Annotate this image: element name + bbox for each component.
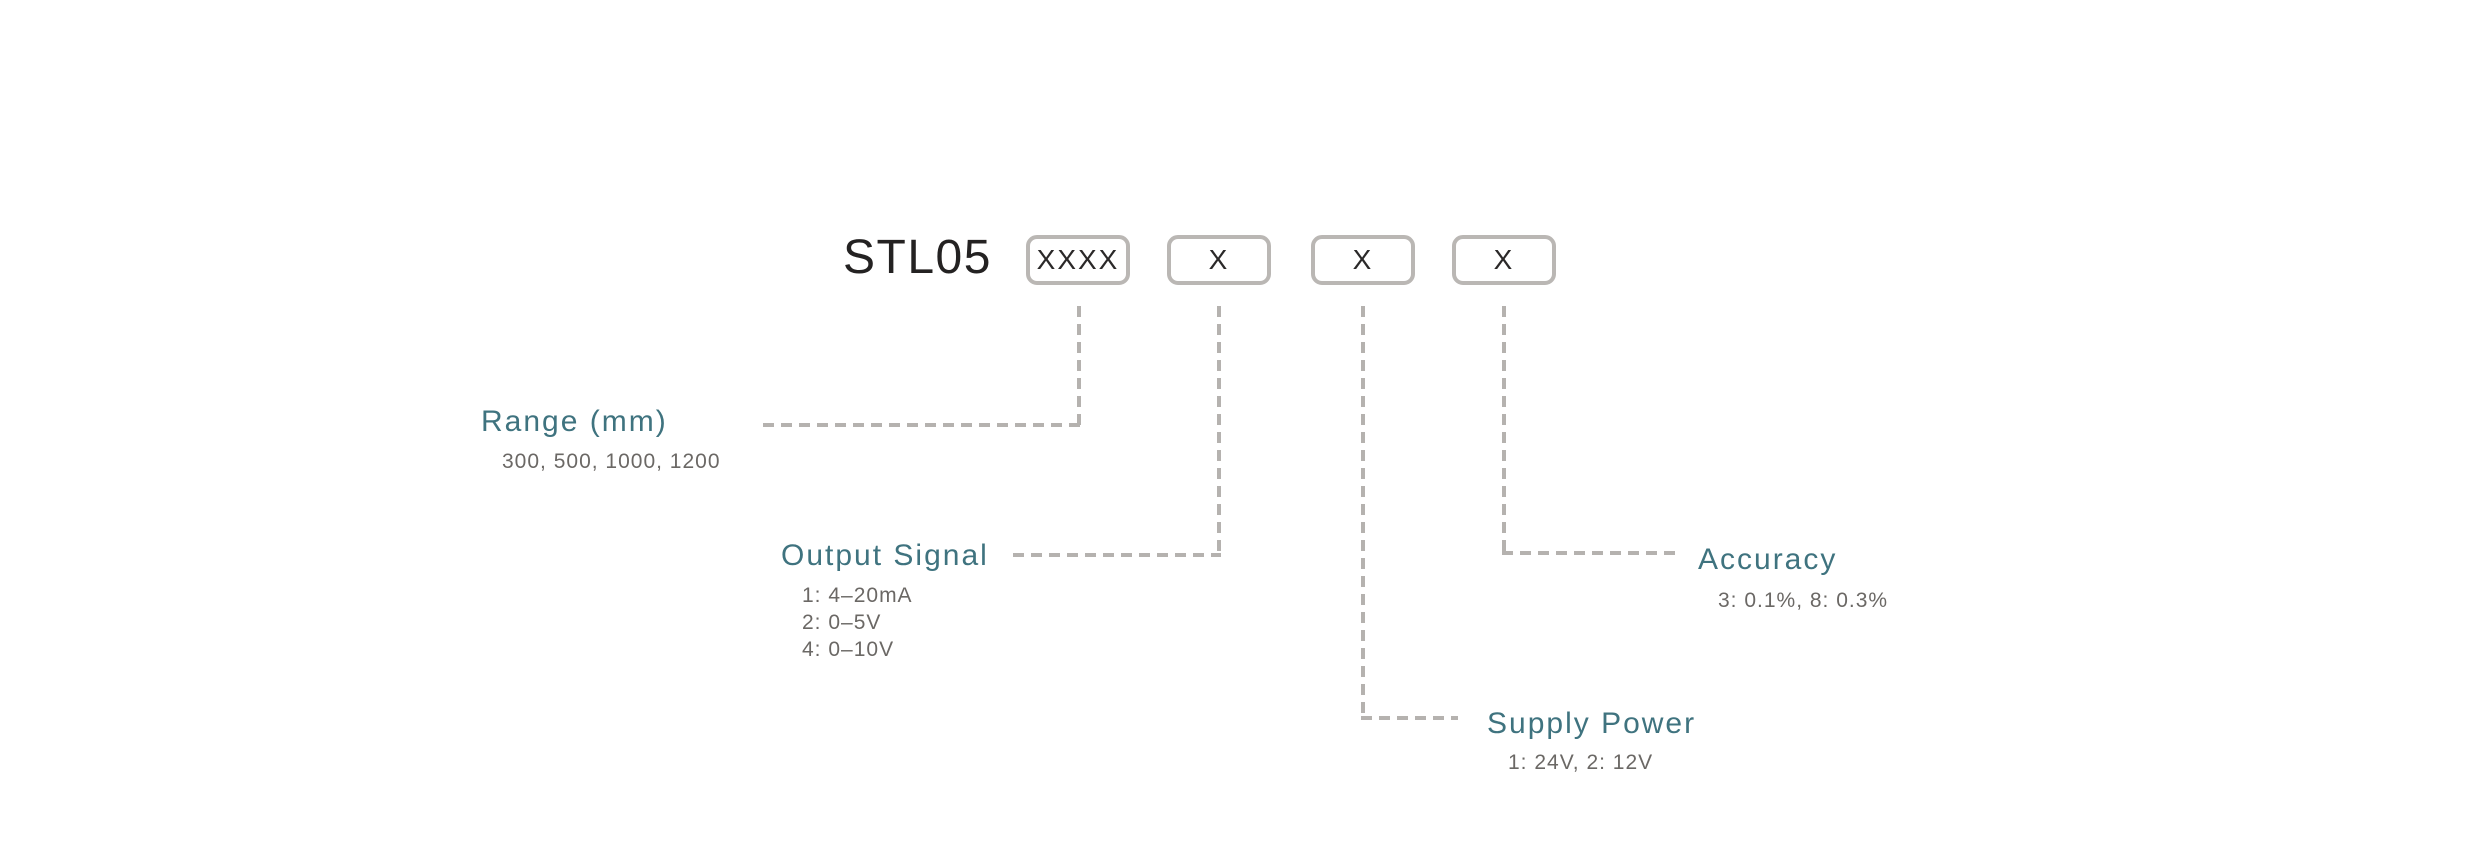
leader-line-accuracy-vertical: [1502, 306, 1506, 555]
code-box-supply-power: X: [1311, 235, 1415, 285]
leader-line-output-horizontal: [1013, 553, 1221, 557]
code-box-accuracy-text: X: [1493, 244, 1515, 275]
code-box-range-text: XXXX: [1036, 244, 1120, 275]
model-number: STL05: [843, 231, 992, 284]
code-box-accuracy: X: [1452, 235, 1556, 285]
output-signal-option-3: 4: 0–10V: [802, 638, 895, 661]
supply-power-options: 1: 24V, 2: 12V: [1508, 751, 1654, 774]
accuracy-label: Accuracy: [1698, 543, 1838, 576]
supply-power-label: Supply Power: [1487, 707, 1697, 740]
leader-line-range-horizontal: [763, 423, 1081, 427]
range-options: 300, 500, 1000, 1200: [502, 450, 721, 473]
code-box-output-signal: X: [1167, 235, 1271, 285]
leader-line-accuracy-horizontal: [1502, 551, 1677, 555]
output-signal-options: 1: 4–20mA 2: 0–5V 4: 0–10V: [802, 582, 913, 663]
leader-line-output-vertical: [1217, 306, 1221, 557]
code-box-supply-power-text: X: [1352, 244, 1374, 275]
output-signal-option-1: 1: 4–20mA: [802, 584, 913, 607]
range-label: Range (mm): [481, 405, 668, 438]
output-signal-option-2: 2: 0–5V: [802, 611, 882, 634]
leader-line-supply-vertical: [1361, 306, 1365, 720]
output-signal-label: Output Signal: [781, 539, 989, 572]
leader-line-supply-horizontal: [1361, 716, 1458, 720]
code-box-range: XXXX: [1026, 235, 1130, 285]
leader-line-range-vertical: [1077, 306, 1081, 427]
code-box-output-signal-text: X: [1208, 244, 1230, 275]
accuracy-options: 3: 0.1%, 8: 0.3%: [1718, 589, 1889, 612]
